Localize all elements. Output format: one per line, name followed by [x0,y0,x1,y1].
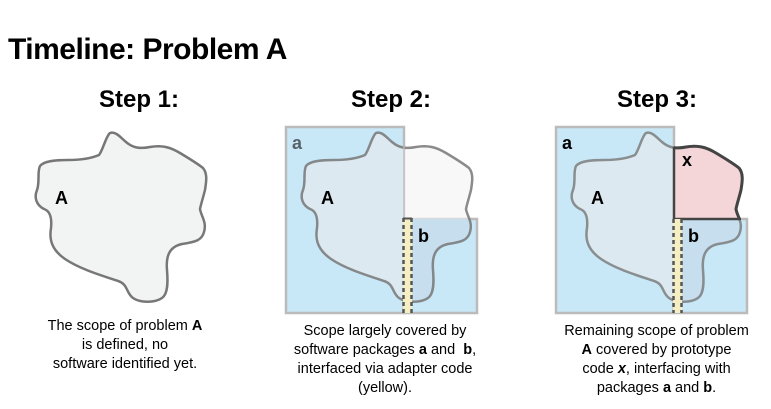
caption-text: Scope largely covered by [303,323,467,339]
step-1-diagram: A [34,131,208,303]
caption-text: and [426,342,464,358]
caption-text: , [472,342,477,358]
step-3-diagram: a A b x [554,125,749,315]
step-2-caption: Scope largely covered by software package… [270,322,500,398]
page-title: Timeline: Problem A [8,33,287,66]
caption-text: software identified yet. [52,356,198,372]
problem-a-scope [34,131,208,303]
step-1-heading: Step 1: [98,86,179,113]
caption-line: Remaining scope of problem [542,322,771,341]
caption-line: is defined, no [20,336,230,355]
package-b-label: b [688,226,699,246]
prototype-x-label: x [682,150,692,170]
package-a-label: a [292,133,303,153]
caption-text: software packages [293,342,419,358]
caption-line: Scope largely covered by [270,322,500,341]
caption-text: code [582,361,618,377]
caption-line: packages a and b. [542,379,771,398]
caption-emphasis: A [581,342,593,358]
caption-line: code x, interfacing with [542,360,771,379]
step-3-heading: Step 3: [616,86,697,113]
caption-line: (yellow). [270,379,500,398]
caption-text: packages [596,380,663,396]
caption-text: (yellow). [358,380,412,396]
package-a-label: a [562,133,573,153]
caption-line: A covered by prototype [542,341,771,360]
caption-text: and [671,380,704,396]
adapter-code [403,218,412,313]
caption-text: interfaced via adapter code [297,361,473,377]
caption-text: Remaining scope of problem [564,323,749,339]
caption-text: is defined, no [81,337,169,353]
caption-emphasis: a [662,380,672,396]
caption-line: interfaced via adapter code [270,360,500,379]
adapter-code [673,219,682,313]
caption-line: The scope of problem A [20,317,230,336]
caption-text: , interfacing with [625,361,731,377]
caption-text: . [712,380,717,396]
problem-a-label: A [55,188,68,208]
caption-emphasis: b [703,380,713,396]
problem-a-label: A [591,188,604,208]
caption-emphasis: a [418,342,427,358]
caption-text: The scope of problem [47,318,192,334]
caption-emphasis: b [463,342,473,358]
caption-emphasis: A [191,318,203,334]
problem-a-label: A [321,188,334,208]
caption-line: software identified yet. [20,355,230,374]
step-2-heading: Step 2: [350,86,431,113]
caption-text: covered by prototype [592,342,732,358]
package-b-label: b [418,226,429,246]
caption-emphasis: x [617,361,626,377]
caption-line: software packages a and b, [270,341,500,360]
step-2-diagram: a A b [284,125,479,315]
